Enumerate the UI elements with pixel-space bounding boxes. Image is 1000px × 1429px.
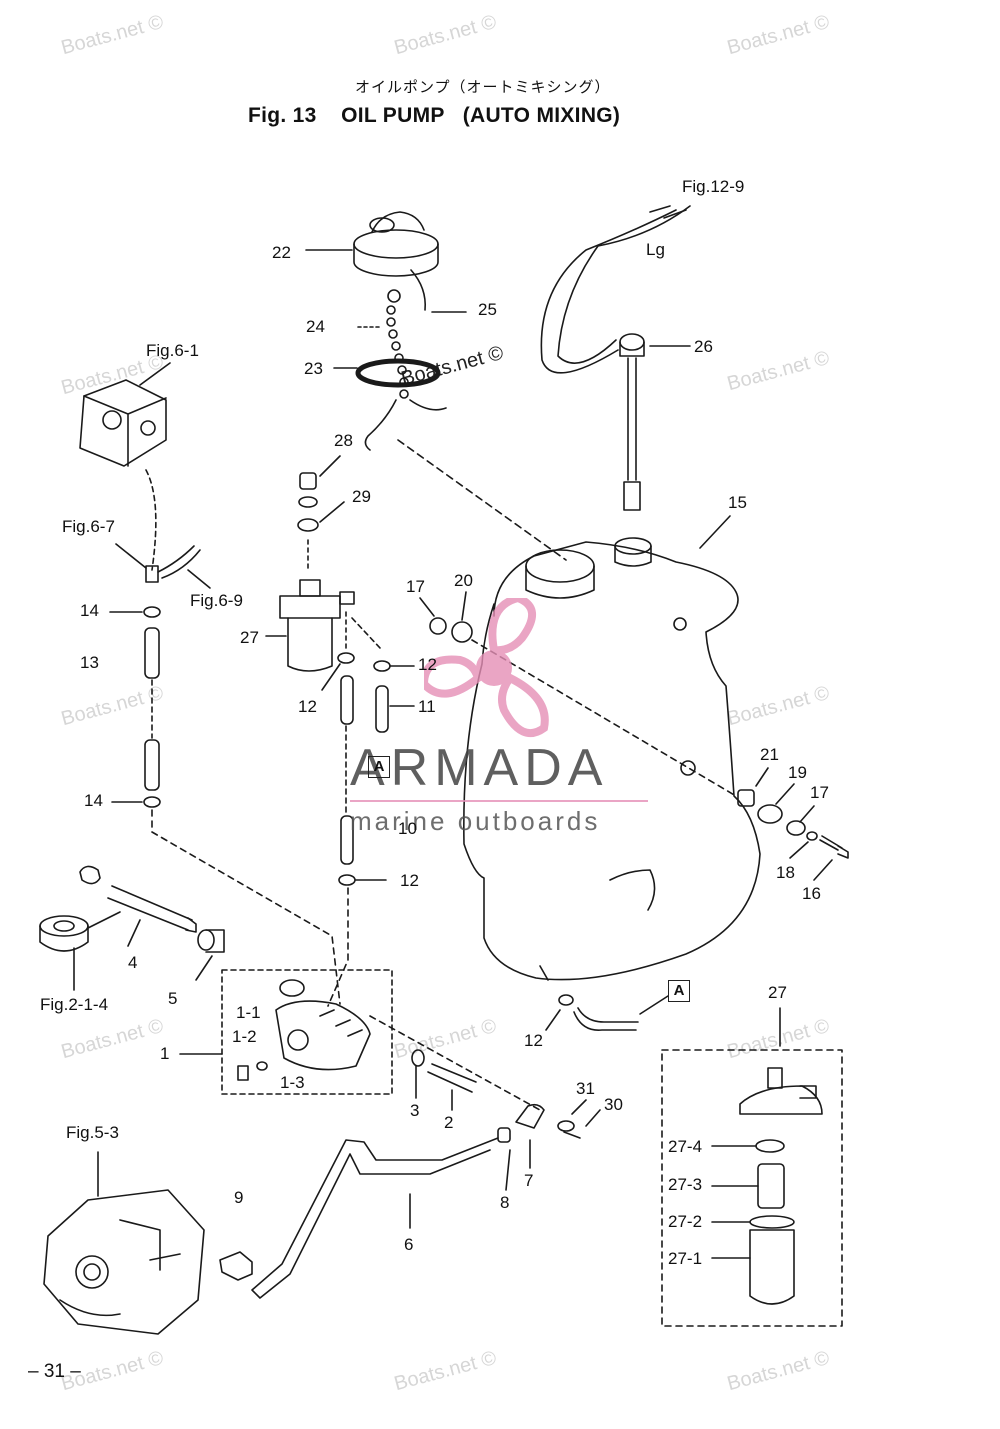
part-label: 27-1 [668,1249,703,1268]
part-label: 10 [398,819,417,838]
part-label: 12 [418,655,437,674]
part-label: 26 [694,337,713,356]
logo-subtitle: marine outboards [350,806,601,836]
part-label: 12 [400,871,419,890]
part-label: 1-2 [232,1027,257,1046]
logo-underline [350,800,648,802]
armada-propeller-logo [424,598,549,737]
part-label: 27 [240,628,259,647]
part-label: 2 [444,1113,454,1132]
callout-fig12-9: Fig.12-9 [682,177,745,196]
part-label: 13 [80,653,99,672]
part-label: 27-4 [668,1137,703,1156]
part-label: 8 [500,1193,510,1212]
part-label: 12 [524,1031,543,1050]
part-label: 6 [404,1235,414,1254]
part-label: 1 [160,1044,170,1063]
page-title: Fig. 13 OIL PUMP (AUTO MIXING) [248,104,621,127]
chain-drawing [386,289,409,399]
callout-fig6-1: Fig.6-1 [146,341,199,360]
part-label: 29 [352,487,371,506]
part-label: 15 [728,493,747,512]
logo-wordmark: ARMADA [350,739,609,797]
part-label: 20 [454,571,473,590]
connection-marker-a: A [368,756,390,778]
part-label: 27-2 [668,1212,703,1231]
part-label: 31 [576,1079,595,1098]
part-label: 3 [410,1101,420,1120]
carburetor-drawing [43,1189,205,1335]
part-label: 12 [298,697,317,716]
callout-lg: Lg [646,240,665,259]
callout-fig5-3: Fig.5-3 [66,1123,119,1142]
oil-tank-drawing [463,537,761,981]
part-label: 11 [418,697,436,716]
part-label: 1-1 [236,1003,261,1022]
part-label: 28 [334,431,353,450]
part-label: 17 [810,783,829,802]
fig6-1-block-drawing [79,379,167,467]
oil-filter-drawing [279,579,355,672]
part-label: 21 [760,745,779,764]
callout-fig6-9: Fig.6-9 [190,591,243,610]
part-label: 18 [776,863,795,882]
part-label: 5 [168,989,178,1008]
title-japanese: オイルポンプ（オートミキシング） [355,79,611,96]
part-label: 23 [304,359,323,378]
part-label: 4 [128,953,138,972]
part-label: 17 [406,577,425,596]
part-label: 25 [478,300,497,319]
callout-fig2-1-4: Fig.2-1-4 [40,995,109,1014]
part-label: 16 [802,884,821,903]
part-label: 9 [234,1188,244,1207]
callout-fig6-7: Fig.6-7 [62,517,115,536]
page-number: – 31 – [28,1361,81,1382]
part-label: 22 [272,243,291,262]
part-label: 19 [788,763,807,782]
part-label: 24 [306,317,325,336]
tank-cap-drawing [353,211,439,277]
part-label: 30 [604,1095,623,1114]
part-label: 1-3 [280,1073,305,1092]
part-label: 27 [768,983,787,1002]
part-label: 14 [80,601,99,620]
connection-marker-a: A [668,980,690,1002]
part-label: 7 [524,1171,534,1190]
part-label: 14 [84,791,103,810]
part-label: 27-3 [668,1175,703,1194]
